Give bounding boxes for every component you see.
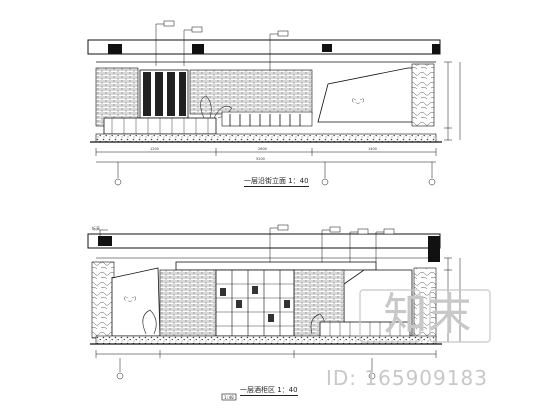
upper-floor-gravel [95,133,437,143]
upper-height-dim [444,61,461,141]
lower-brick-wall-left [159,269,217,337]
upper-brick-wall-left [95,67,139,127]
upper-feature-wall [317,67,417,123]
lower-scale-box-label: 1:40 [224,395,234,400]
lower-callout-tags [99,224,395,262]
svg-text:1200: 1200 [150,147,159,151]
svg-text:(ᵕ‿ᵕ): (ᵕ‿ᵕ) [352,98,364,104]
lower-bulkhead [175,261,377,271]
lower-wine-cabinet [215,269,295,337]
lower-elevation-caption: 一层酒柜区 1：40 [240,386,298,396]
upper-ceiling-beam-right [322,44,332,52]
watermark-brand: 知末 [383,289,472,340]
lower-scale-box [221,393,237,401]
lower-stone-column-left [91,261,115,339]
upper-ceiling-slab [87,39,441,55]
svg-text:1400: 1400 [368,147,377,151]
lower-ceiling-tag: 标高 [92,226,100,231]
upper-ceiling-beam-left [108,44,122,54]
upper-ceiling-beam-far [432,44,440,54]
upper-brick-wall-center [189,69,313,115]
lower-axis-markers [116,358,376,380]
svg-text:(ᵕ‿ᵕ): (ᵕ‿ᵕ) [124,296,136,302]
upper-ceiling-beam-mid [192,44,204,54]
lower-plant-left [142,309,157,335]
lower-ceiling-slab [87,233,441,249]
svg-text:5200: 5200 [256,157,265,161]
upper-elevation-caption: 一层沿街立面 1：40 [244,177,309,187]
watermark-id: ID: 165909183 [326,366,488,390]
upper-elevation: (ᵕ‿ᵕ) 1200 2600 1400 5200 [87,20,461,186]
lower-ceiling-beam-right [428,236,440,262]
upper-dimension-line: 1200 2600 1400 5200 [95,147,437,163]
upper-callout-tags [155,20,289,70]
lower-feature-wall-left [111,267,161,337]
upper-glass-doors [139,69,189,119]
lower-dimension-line [95,350,437,358]
upper-axis-markers [114,162,436,186]
watermark-logo-mark [359,289,491,343]
lower-ceiling-beam-left [98,236,112,246]
svg-text:2600: 2600 [258,147,267,151]
upper-stone-column [411,63,435,127]
upper-window-strip [221,111,313,127]
